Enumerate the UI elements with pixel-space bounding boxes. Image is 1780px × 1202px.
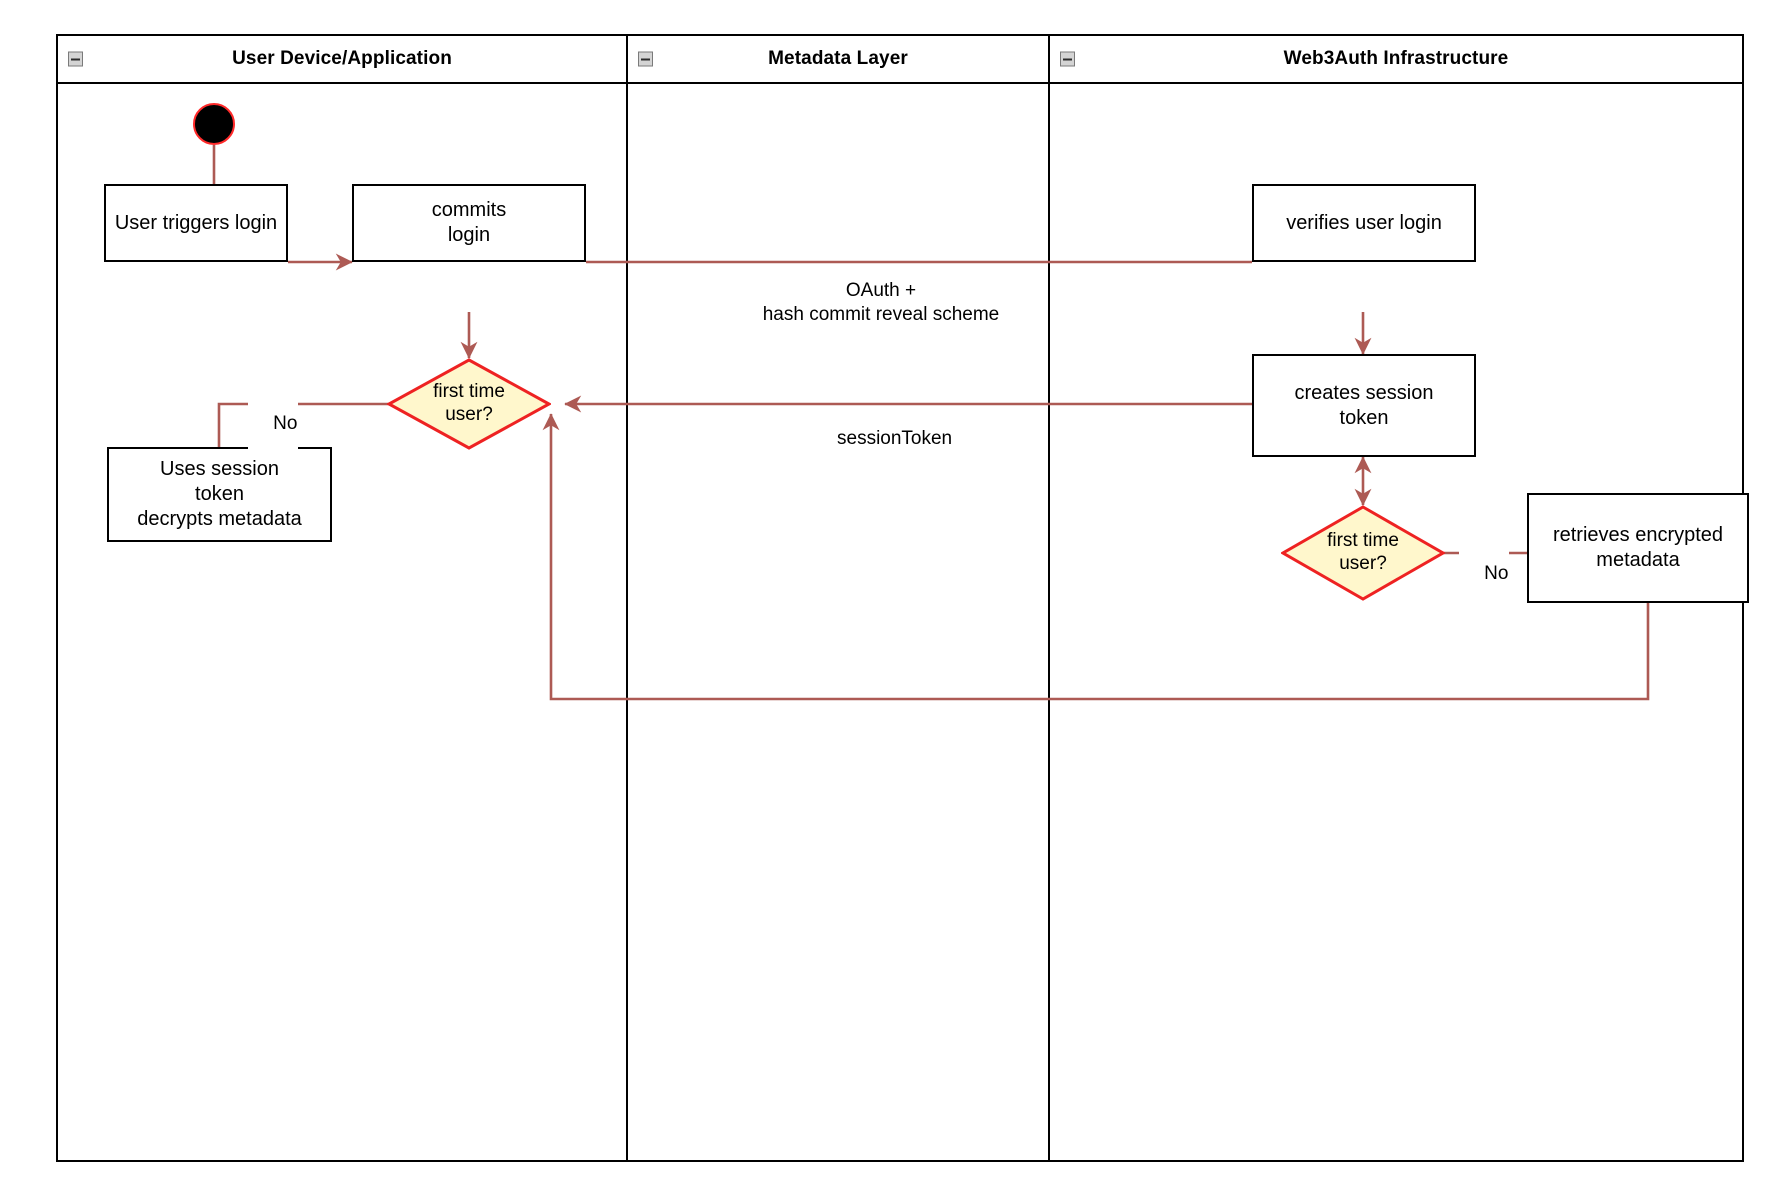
lane-header-metadata-layer[interactable]: Metadata Layer (628, 36, 1048, 84)
activity-commits-login[interactable]: commits login (352, 184, 586, 262)
collapse-minus-icon[interactable] (638, 51, 653, 67)
lane-header-user-device-application[interactable]: User Device/Application (58, 36, 626, 84)
decision-first-time-user-web3auth[interactable]: first time user? (1281, 505, 1445, 601)
activity-uses-session-token-decrypts-metadata[interactable]: Uses session token decrypts metadata (107, 447, 332, 542)
edge-label-text: sessionToken (837, 428, 953, 450)
activity-retrieves-encrypted-metadata[interactable]: retrieves encrypted metadata (1527, 493, 1749, 603)
edge-label-text: OAuth + hash commit reveal scheme (762, 280, 1000, 326)
edge-label-no-user-lane: No (248, 389, 298, 459)
lane-metadata-layer[interactable]: Metadata Layer (626, 36, 1048, 1160)
activity-label: creates session token (1294, 381, 1434, 429)
edge-label-oauth-hash-commit-reveal-scheme: OAuth + hash commit reveal scheme (712, 233, 1050, 373)
decision-first-time-user-device[interactable]: first time user? (387, 358, 551, 450)
activity-user-triggers-login[interactable]: User triggers login (104, 184, 288, 262)
activity-creates-session-token[interactable]: creates session token (1252, 354, 1476, 457)
activity-verifies-user-login[interactable]: verifies user login (1252, 184, 1476, 262)
edge-label-no-web3auth-lane: No (1459, 539, 1509, 609)
decision-diamond-shape (1281, 505, 1445, 601)
edge-label-session-token: sessionToken (800, 404, 968, 474)
edge-label-text: No (273, 413, 298, 435)
lane-web3auth-infrastructure[interactable]: Web3Auth Infrastructure (1048, 36, 1742, 1160)
activity-label: User triggers login (114, 211, 278, 234)
lane-title: User Device/Application (232, 48, 452, 69)
decision-diamond-shape (387, 358, 551, 450)
initial-node (193, 103, 235, 145)
activity-label: retrieves encrypted metadata (1552, 524, 1724, 571)
lane-title: Web3Auth Infrastructure (1283, 48, 1509, 69)
lane-title: Metadata Layer (768, 48, 908, 69)
activity-label: verifies user login (1286, 211, 1442, 234)
edge-label-text: No (1484, 563, 1509, 585)
lane-user-device-application[interactable]: User Device/Application (58, 36, 626, 1160)
lane-header-web3auth-infrastructure[interactable]: Web3Auth Infrastructure (1050, 36, 1742, 84)
activity-label: Uses session token decrypts metadata (137, 458, 302, 530)
collapse-minus-icon[interactable] (68, 51, 83, 67)
activity-label: commits login (431, 199, 507, 246)
collapse-minus-icon[interactable] (1060, 51, 1075, 67)
